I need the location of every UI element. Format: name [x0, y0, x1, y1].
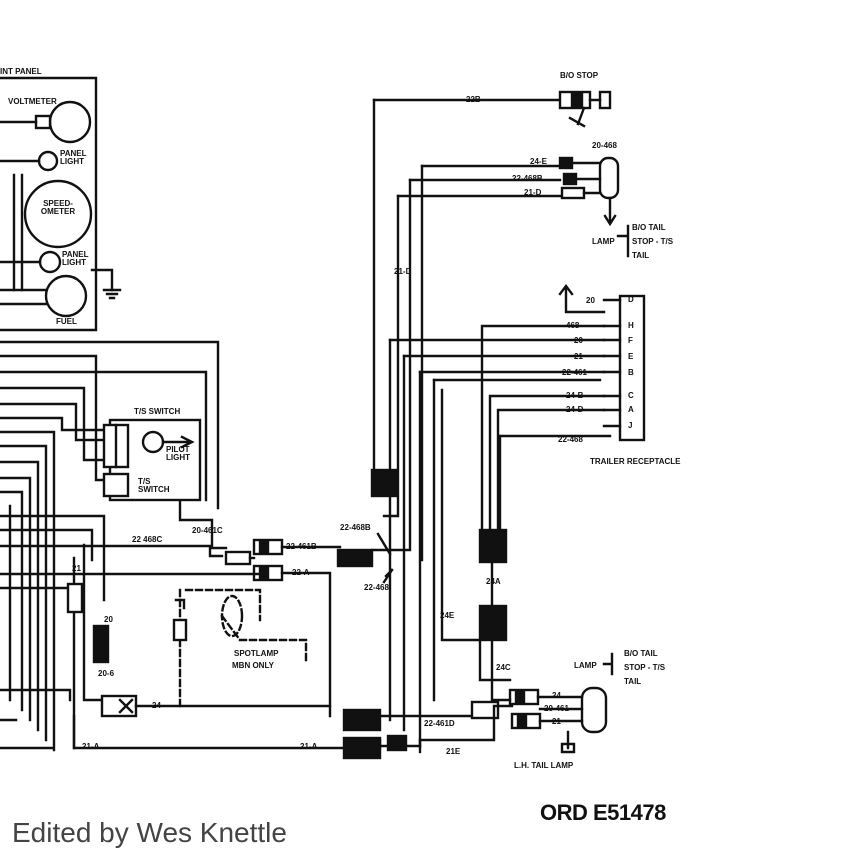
bo-stop-label: B/O STOP — [560, 71, 599, 80]
rec-pin-wire-20b-label: 20 — [574, 336, 583, 345]
rec-pin-wire-24-d-label: 24-D — [566, 405, 584, 414]
bo-tail-1-label: B/O TAIL — [632, 223, 666, 232]
wire-22-468-mid-label: 22-468 — [364, 583, 389, 592]
tail-2-label: TAIL — [624, 677, 642, 686]
receptacle-pin-e: E — [628, 352, 634, 361]
wire-22-a-label: 22-A — [292, 568, 310, 577]
receptacle-pin-b: B — [628, 368, 634, 377]
ts-switch-inner-label: T/S SWITCH — [138, 477, 170, 494]
lh-tail-lamp-label: L.H. TAIL LAMP — [514, 761, 574, 770]
wire-20-461c-label: 20-461C — [192, 526, 223, 535]
stop-ts-1-label: STOP - T/S — [632, 237, 674, 246]
mbn-only-label: MBN ONLY — [232, 661, 274, 670]
rec-pin-wire-22-468-label: 22-468 — [558, 435, 583, 444]
receptacle-pin-a: A — [628, 405, 634, 414]
tail-1-label: TAIL — [632, 251, 650, 260]
wire-24e-mid-label: 24E — [440, 611, 455, 620]
pilot-light-bulb — [141, 430, 165, 454]
credit-text: Edited by Wes Knettle — [12, 817, 287, 848]
rec-pin-wire-20-label: 20 — [586, 296, 595, 305]
receptacle-pin-f: F — [628, 336, 633, 345]
wire-20-6-label: 20-6 — [98, 669, 115, 678]
ord-number-label: ORD E51478 — [540, 800, 666, 825]
wire-22-468b-mid-label: 22-468B — [340, 523, 371, 532]
wire-24c-label: 24C — [496, 663, 511, 672]
wire-20-461-label: 20-461 — [544, 704, 569, 713]
wire-24a-mid-label: 24A — [486, 577, 501, 586]
voltmeter-gauge — [48, 100, 92, 144]
receptacle-pin-c: C — [628, 391, 634, 400]
spotlamp-label: SPOTLAMP — [234, 649, 279, 658]
lamp-tail-2-label: LAMP — [574, 661, 597, 670]
wire-24-left-label: 24 — [152, 701, 161, 710]
wire-22-468b-label: 22-468B — [512, 174, 543, 183]
wire-24e-label: 24-E — [530, 157, 547, 166]
lamp-tail-1-label: LAMP — [592, 237, 615, 246]
connector-lower-left — [100, 694, 138, 718]
wire-21e-label: 21E — [446, 747, 461, 756]
voltmeter-label: VOLTMETER — [8, 97, 57, 106]
bo-tail-2-label: B/O TAIL — [624, 649, 658, 658]
rec-pin-wire-24-b-label: 24-B — [566, 391, 584, 400]
fuel-gauge — [44, 274, 88, 318]
panel-light-1-bulb — [37, 150, 59, 172]
wire-21-a-left-label: 21-A — [82, 742, 100, 751]
trailer-receptacle-connector — [618, 294, 646, 442]
panel-label: INT PANEL — [0, 67, 42, 76]
wire-21-a-mid-label: 21-A — [300, 742, 318, 751]
pilot-light-label: PILOT LIGHT — [166, 445, 190, 462]
wire-21-d-label: 21-D — [524, 188, 542, 197]
rec-pin-wire-21-label: 21 — [574, 352, 583, 361]
panel-light-2-bulb — [38, 250, 62, 274]
panel-light-1-label: PANEL LIGHT — [60, 149, 87, 166]
trailer-receptacle-label: TRAILER RECEPTACLE — [590, 457, 681, 466]
fuel-label: FUEL — [56, 317, 77, 326]
wire-21-label: 21 — [552, 717, 561, 726]
speedometer-gauge — [23, 179, 93, 249]
panel-light-2-label: PANEL LIGHT — [62, 250, 89, 267]
wire-21d-vertical-label: 21-D — [394, 267, 412, 276]
receptacle-pin-h: H — [628, 321, 634, 330]
wire-22-468c-label: 22 468C — [132, 535, 163, 544]
instrument-panel-frame — [0, 76, 98, 332]
wire-22-461b-label: 22-461B — [286, 542, 317, 551]
receptacle-pin-d: D — [628, 295, 634, 304]
receptacle-pin-j: J — [628, 421, 633, 430]
wire-22-461d-label: 22-461D — [424, 719, 455, 728]
stop-ts-2-label: STOP - T/S — [624, 663, 666, 672]
wire-20-left-label: 20 — [104, 615, 113, 624]
rec-pin-wire-22-461-label: 22-461 — [562, 368, 587, 377]
ts-switch-title: T/S SWITCH — [134, 407, 181, 416]
wire-21-right-label: 21 — [72, 564, 81, 573]
wire-22b-label: 22B — [466, 95, 481, 104]
rec-pin-wire-468-label: 468 — [566, 321, 580, 330]
wire-20-468-label: 20-468 — [592, 141, 617, 150]
speedometer-label: SPEED-OMETER — [40, 199, 76, 216]
wire-24-label: 24 — [552, 691, 561, 700]
